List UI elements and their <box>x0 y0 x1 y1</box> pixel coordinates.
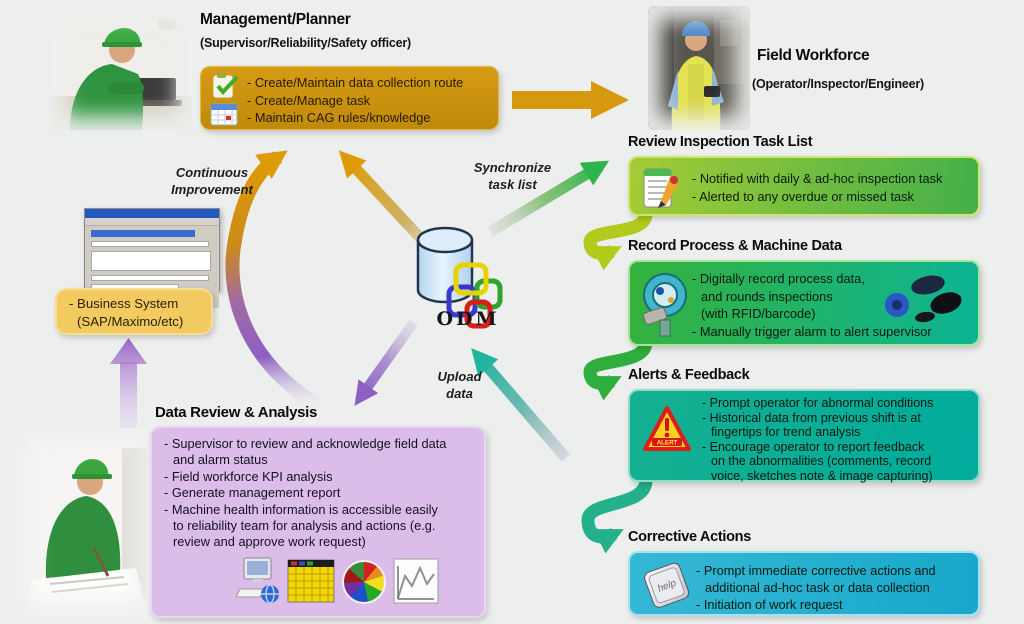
arrow-odm-to-datareview <box>354 319 419 406</box>
calendar-icon <box>210 103 238 126</box>
section-bullet: on the abnormalities (comments, record <box>711 454 932 469</box>
section-bullet: - Prompt immediate corrective actions an… <box>696 563 936 578</box>
management-photo <box>50 4 192 130</box>
business-system-sublabel: (SAP/Maximo/etc) <box>77 314 184 329</box>
management-title: Management/Planner <box>200 11 351 28</box>
data-review-bullet: - Machine health information is accessib… <box>164 501 438 517</box>
section-bullet: - Digitally record process data, <box>692 271 865 286</box>
connector-record-to-alerts <box>583 340 653 401</box>
upload-data-label: Upload data <box>437 369 482 401</box>
analyst-photo <box>16 428 154 616</box>
section-bullet: fingertips for trend analysis <box>711 425 861 440</box>
management-task-box: - Create/Maintain data collection route … <box>200 66 499 130</box>
corrective-actions-box: help - Prompt immediate corrective actio… <box>628 551 980 616</box>
section-bullet: voice, sketches note & image capturing) <box>711 468 933 483</box>
help-key-icon: help <box>644 562 690 608</box>
data-review-bullet: and alarm status <box>173 452 268 468</box>
notepad-pencil-icon <box>643 168 678 208</box>
connector-alerts-to-corrective <box>581 478 653 554</box>
trend-chart-icon <box>393 558 439 604</box>
section-bullet: - Notified with daily & ad-hoc inspectio… <box>692 171 943 186</box>
business-app-screenshot <box>84 208 220 308</box>
field-workforce-photo <box>648 6 750 130</box>
data-review-bullet: - Field workforce KPI analysis <box>164 468 333 484</box>
section-bullet: - Prompt operator for abnormal condition… <box>702 396 934 410</box>
pie-chart-icon <box>342 560 386 604</box>
arrow-datareview-to-business <box>110 338 147 430</box>
computer-report-icon <box>236 557 279 604</box>
management-bullet: - Maintain CAG rules/knowledge <box>247 110 431 125</box>
alerts-feedback-box: ALERT - Prompt operator for abnormal con… <box>628 389 980 483</box>
rfid-tags-icon <box>885 275 962 323</box>
odm-label: ODM <box>436 308 500 330</box>
review-inspection-box: - Notified with daily & ad-hoc inspectio… <box>628 156 980 216</box>
management-bullet: - Create/Maintain data collection route <box>247 75 464 90</box>
arrow-odm-to-tasklist <box>487 160 610 237</box>
section-title-record-process: Record Process & Machine Data <box>628 238 842 254</box>
section-bullet: - Encourage operator to report feedback <box>702 439 925 454</box>
machine-gauge-icon <box>642 273 687 337</box>
section-bullet: - Historical data from previous shift is… <box>702 410 921 425</box>
synchronize-task-list-label: Synchronize task list <box>473 160 552 192</box>
section-bullet: additional ad-hoc task or data collectio… <box>705 580 930 595</box>
arrow-upload-to-odm <box>471 348 571 462</box>
alert-triangle-icon: ALERT <box>643 406 691 451</box>
section-title-review-inspection: Review Inspection Task List <box>628 134 813 150</box>
section-bullet: - Manually trigger alarm to alert superv… <box>692 323 932 339</box>
continuous-improvement-label: Continuous Improvement <box>171 165 253 197</box>
analysis-icons-row <box>236 556 439 604</box>
arrow-management-to-field <box>512 81 629 119</box>
data-review-bullet: - Generate management report <box>164 485 341 501</box>
alert-icon-word: ALERT <box>657 440 678 447</box>
data-review-title: Data Review & Analysis <box>155 404 318 421</box>
section-bullet: - Initiation of work request <box>696 597 843 612</box>
record-process-box: - Digitally record process data, and rou… <box>628 260 980 346</box>
management-subtitle: (Supervisor/Reliability/Safety officer) <box>200 36 412 50</box>
management-bullet: - Create/Manage task <box>247 92 371 108</box>
section-title-alerts-feedback: Alerts & Feedback <box>628 367 750 383</box>
section-bullet: and rounds inspections <box>701 288 833 304</box>
spreadsheet-icon <box>287 559 335 603</box>
business-system-label: - Business System <box>69 296 179 311</box>
mock-window-titlebar <box>85 209 219 218</box>
field-workforce-title: Field Workforce <box>757 47 870 64</box>
arrow-continuous-improvement <box>225 150 320 410</box>
data-review-bullet: - Supervisor to review and acknowledge f… <box>164 436 447 451</box>
data-review-bullet: review and approve work request) <box>173 534 366 550</box>
section-bullet: - Alerted to any overdue or missed task <box>692 189 914 204</box>
data-review-bullet: to reliability team for analysis and act… <box>173 518 436 534</box>
data-review-box: - Supervisor to review and acknowledge f… <box>150 426 486 618</box>
field-workforce-subtitle: (Operator/Inspector/Engineer) <box>752 77 925 91</box>
checklist-icon <box>212 73 239 99</box>
connector-review-to-record <box>583 212 653 271</box>
section-bullet: (with RFID/barcode) <box>701 306 816 321</box>
mock-selected-row <box>91 230 195 237</box>
section-title-corrective-actions: Corrective Actions <box>628 529 751 545</box>
mock-window-menubar <box>85 218 219 226</box>
odm-logo-squares <box>446 262 503 329</box>
business-system-box: - Business System (SAP/Maximo/etc) <box>55 288 213 335</box>
